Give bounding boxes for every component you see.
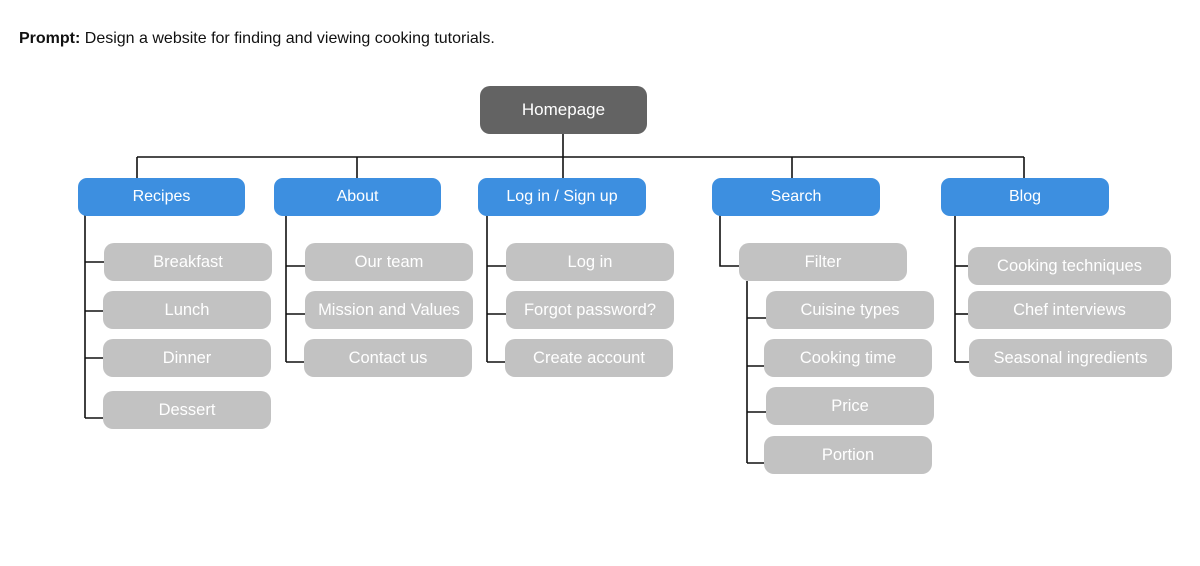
node-seasonal-ingredients: Seasonal ingredients [969, 339, 1172, 377]
node-forgot-password: Forgot password? [506, 291, 674, 329]
node-create-account: Create account [505, 339, 673, 377]
node-dinner: Dinner [103, 339, 271, 377]
node-about: About [274, 178, 441, 216]
node-breakfast: Breakfast [104, 243, 272, 281]
prompt-text: Prompt: Design a website for finding and… [19, 30, 495, 48]
node-cuisine-types: Cuisine types [766, 291, 934, 329]
node-lunch: Lunch [103, 291, 271, 329]
node-chef-interviews: Chef interviews [968, 291, 1171, 329]
node-mission-values: Mission and Values [305, 291, 473, 329]
connector-search-filter [719, 215, 739, 267]
node-contact-us: Contact us [304, 339, 472, 377]
node-cooking-techniques: Cooking techniques [968, 247, 1171, 285]
node-portion: Portion [764, 436, 932, 474]
node-recipes: Recipes [78, 178, 245, 216]
node-price: Price [766, 387, 934, 425]
node-log-in: Log in [506, 243, 674, 281]
node-filter: Filter [739, 243, 907, 281]
node-search: Search [712, 178, 880, 216]
node-dessert: Dessert [103, 391, 271, 429]
node-login-signup: Log in / Sign up [478, 178, 646, 216]
prompt-body: Design a website for finding and viewing… [80, 30, 495, 47]
node-our-team: Our team [305, 243, 473, 281]
node-homepage: Homepage [480, 86, 647, 134]
node-cooking-time: Cooking time [764, 339, 932, 377]
prompt-label: Prompt: [19, 30, 81, 47]
node-blog: Blog [941, 178, 1109, 216]
